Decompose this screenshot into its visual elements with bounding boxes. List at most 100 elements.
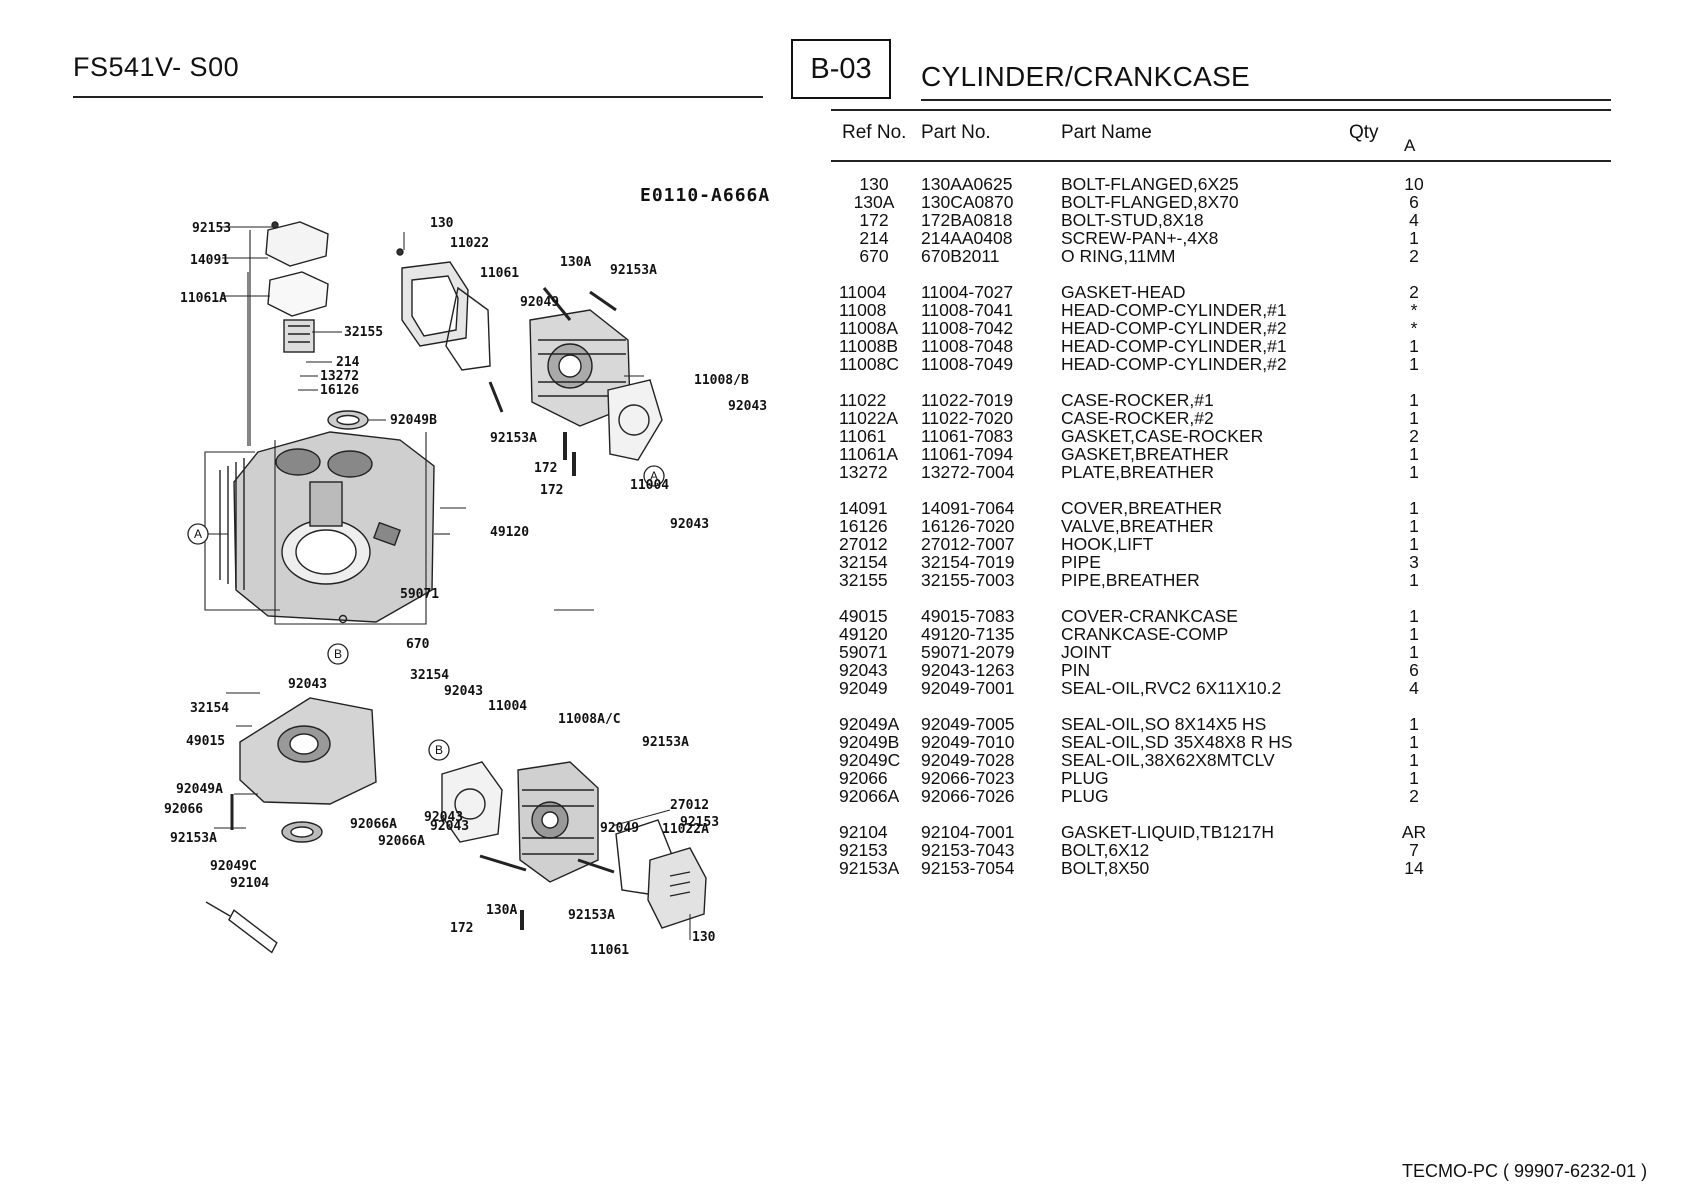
part-name-cell: PIN — [1061, 660, 1091, 680]
ref-label: 13272 — [320, 369, 359, 384]
ref-label: 92153A — [610, 263, 657, 278]
part-name-cell: COVER-CRANKCASE — [1061, 606, 1238, 626]
cylinder-head-1 — [488, 287, 663, 476]
ref-label: 11008A/C — [558, 712, 621, 727]
model-title-underline — [73, 96, 763, 98]
ref-no-cell: 670 — [859, 246, 889, 266]
part-name-cell: HEAD-COMP-CYLINDER,#1 — [1061, 336, 1287, 356]
qty-cell: 1 — [1409, 642, 1419, 662]
part-name-cell: SEAL-OIL,SO 8X14X5 HS — [1061, 714, 1267, 734]
qty-cell: 4 — [1409, 210, 1419, 230]
part-no-cell: 27012-7007 — [921, 534, 1015, 554]
part-name-cell: PIPE,BREATHER — [1061, 570, 1200, 590]
ref-label: 130A — [486, 903, 517, 918]
col-header-variant: A — [1404, 136, 1416, 155]
part-no-cell: 59071-2079 — [921, 642, 1015, 662]
part-no-cell: 11008-7041 — [921, 300, 1014, 320]
ref-label: 172 — [540, 483, 563, 498]
callout-a-right — [643, 465, 665, 487]
crankcase-cover — [230, 697, 377, 843]
ref-no-cell: 92153 — [839, 840, 888, 860]
part-no-cell: 11061-7094 — [921, 444, 1014, 464]
part-no-cell: 11008-7049 — [921, 354, 1014, 374]
callout-b-right-label: B — [435, 743, 443, 757]
callout-a-left — [187, 523, 209, 545]
ref-no-cell: 130A — [853, 192, 895, 212]
diagram-code: E0110-A666A — [640, 185, 770, 206]
part-no-cell: 11022-7020 — [921, 408, 1014, 428]
title-rule — [831, 109, 1611, 111]
part-no-cell: 92049-7005 — [921, 714, 1015, 734]
part-name-cell: CASE-ROCKER,#2 — [1061, 408, 1214, 428]
qty-cell: 2 — [1409, 282, 1419, 302]
part-name-cell: O RING,11MM — [1061, 246, 1176, 266]
ref-no-cell: 49120 — [839, 624, 888, 644]
ref-no-cell: 214 — [859, 228, 889, 248]
part-name-cell: VALVE,BREATHER — [1061, 516, 1214, 536]
part-no-cell: 32154-7019 — [921, 552, 1015, 572]
ref-label: 11004 — [488, 699, 527, 714]
col-header-ref: Ref No. — [842, 122, 907, 143]
qty-cell: * — [1410, 318, 1418, 338]
part-name-cell: COVER,BREATHER — [1061, 498, 1223, 518]
part-name-cell: HEAD-COMP-CYLINDER,#2 — [1061, 318, 1287, 338]
ref-no-cell: 172 — [859, 210, 889, 230]
ref-label: 14091 — [190, 253, 229, 268]
ref-no-cell: 11061A — [839, 444, 899, 464]
ref-label: 11004 — [630, 478, 669, 493]
part-name-cell: BOLT-STUD,8X18 — [1061, 210, 1204, 230]
qty-cell: 1 — [1409, 534, 1419, 554]
ref-label: 92066A — [378, 834, 425, 849]
col-header-name: Part Name — [1061, 122, 1152, 143]
part-no-cell: 92153-7054 — [921, 858, 1015, 878]
ref-label: 11022 — [450, 236, 489, 251]
part-no-cell: 92043-1263 — [921, 660, 1015, 680]
qty-cell: 1 — [1409, 624, 1419, 644]
qty-cell: 14 — [1404, 858, 1424, 878]
ref-label: 172 — [450, 921, 473, 936]
part-name-cell: SCREW-PAN+-,4X8 — [1061, 228, 1219, 248]
part-no-cell: 92049-7010 — [921, 732, 1015, 752]
ref-label: 92153 — [192, 221, 231, 236]
cylinder-head-2 — [441, 761, 707, 930]
ref-no-cell: 11008C — [839, 354, 900, 374]
part-no-cell: 32155-7003 — [921, 570, 1015, 590]
section-code: B-03 — [810, 52, 872, 85]
ref-no-cell: 11008A — [839, 318, 899, 338]
ref-no-cell: 32155 — [839, 570, 888, 590]
ref-label: 92049 — [600, 821, 639, 836]
part-no-cell: 92066-7023 — [921, 768, 1015, 788]
part-name-cell: PLUG — [1061, 768, 1109, 788]
qty-cell: 4 — [1409, 678, 1419, 698]
ref-label: 130 — [430, 216, 454, 231]
part-name-cell: SEAL-OIL,RVC2 6X11X10.2 — [1061, 678, 1282, 698]
ref-no-cell: 92049C — [839, 750, 901, 770]
ref-label: 92153A — [642, 735, 689, 750]
ref-no-cell: 92049A — [839, 714, 900, 734]
ref-no-cell: 59071 — [839, 642, 888, 662]
ref-no-cell: 92049B — [839, 732, 900, 752]
ref-no-cell: 92043 — [839, 660, 888, 680]
part-no-cell: 11004-7027 — [921, 282, 1014, 302]
qty-cell: 1 — [1409, 768, 1419, 788]
qty-cell: 10 — [1404, 174, 1424, 194]
qty-cell: 1 — [1409, 516, 1419, 536]
callout-b-left — [327, 643, 349, 665]
ref-label: 92153A — [490, 431, 537, 446]
qty-cell: 1 — [1409, 390, 1419, 410]
qty-cell: 1 — [1409, 498, 1419, 518]
part-name-cell: SEAL-OIL,38X62X8MTCLV — [1061, 750, 1275, 770]
ref-label: 92153 — [680, 815, 719, 830]
ref-label: 92049 — [520, 295, 559, 310]
ref-label: 59071 — [400, 587, 439, 602]
part-name-cell: PLATE,BREATHER — [1061, 462, 1214, 482]
ref-no-cell: 92066 — [839, 768, 888, 788]
callout-a-left-label: A — [194, 527, 202, 541]
ref-label: 92049B — [390, 413, 437, 428]
part-name-cell: PIPE — [1061, 552, 1101, 572]
ref-label: 92049C — [210, 859, 257, 874]
qty-cell: 2 — [1409, 246, 1419, 266]
part-name-cell: BOLT-FLANGED,8X70 — [1061, 192, 1239, 212]
ref-label: 32155 — [344, 325, 383, 340]
callout-b-right — [428, 739, 450, 761]
